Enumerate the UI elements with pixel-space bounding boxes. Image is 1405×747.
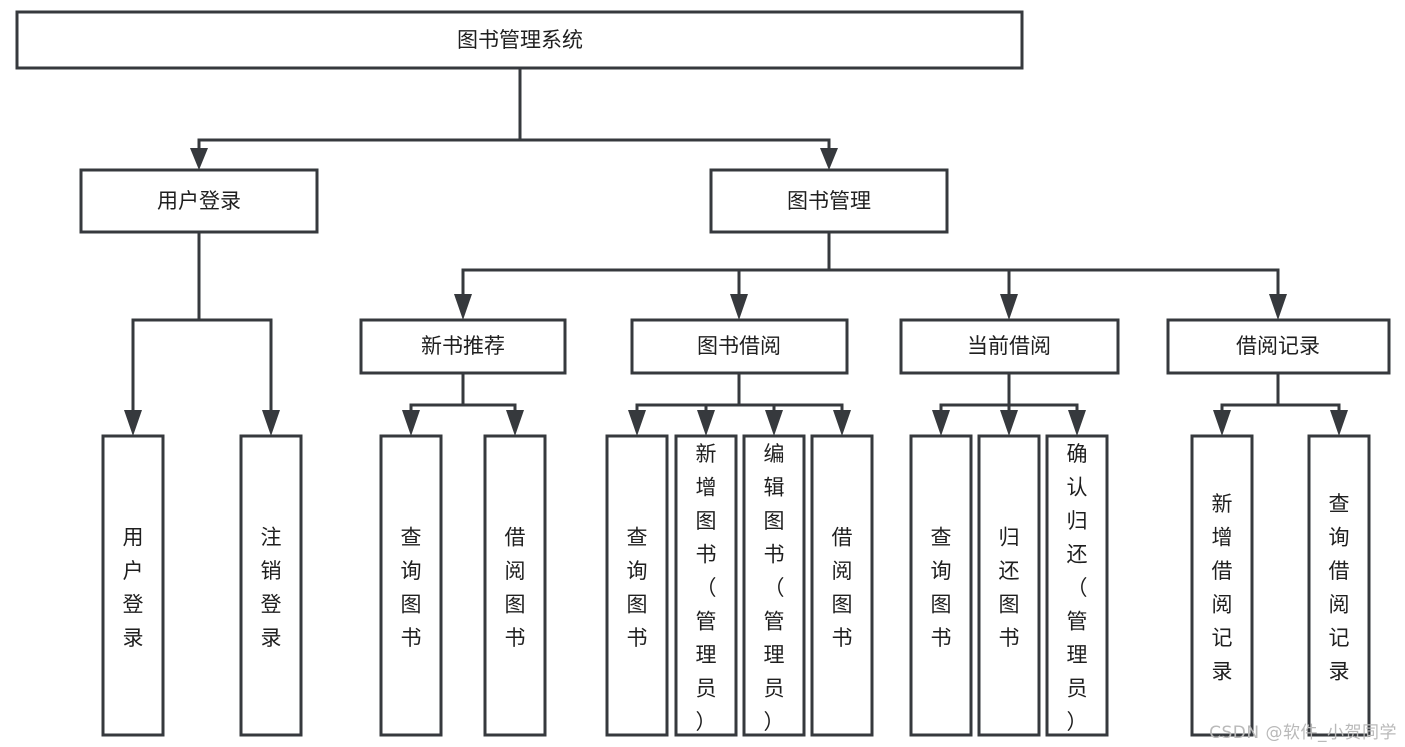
connectors-user-login-to-leaves	[124, 230, 280, 436]
node-leaf-add-record-box[interactable]	[1190, 434, 1254, 737]
node-borrow-record[interactable]: 借阅记录	[1166, 318, 1391, 375]
arrow-to-leaf-return-book	[1000, 410, 1018, 436]
connectors-new-book-recommend-to-leaves	[402, 371, 524, 436]
node-book-borrow[interactable]: 图书借阅	[630, 318, 849, 375]
node-leaf-query-book-3-label: 查询图书	[931, 526, 952, 651]
node-new-book-recommend-box[interactable]	[359, 318, 567, 375]
arrow-to-leaf-query-book-2	[628, 410, 646, 436]
node-leaf-add-book-box[interactable]	[674, 434, 738, 737]
node-leaf-user-login-label: 用户登录	[123, 526, 144, 651]
arrow-to-book-manage	[820, 148, 838, 170]
node-user-login[interactable]: 用户登录	[79, 168, 319, 234]
node-leaf-query-book-2-label: 查询图书	[627, 526, 648, 651]
node-borrow-record-box[interactable]	[1166, 318, 1391, 375]
node-leaf-borrow-book-2-label: 借阅图书	[832, 526, 853, 651]
arrow-to-leaf-borrow-book-1	[506, 410, 524, 436]
node-root-box[interactable]	[15, 10, 1024, 70]
node-new-book-recommend-label: 新书推荐	[421, 334, 505, 358]
node-leaf-borrow-book-1-label: 借阅图书	[505, 526, 526, 651]
node-user-login-label: 用户登录	[157, 189, 241, 213]
connectors-root-to-level2	[190, 66, 838, 170]
node-leaf-add-record-label: 新增借阅记录	[1212, 492, 1233, 684]
arrow-to-new-book-recommend	[454, 294, 472, 320]
node-leaf-borrow-book-1-box[interactable]	[483, 434, 547, 737]
node-leaf-user-logout-label: 注销登录	[261, 526, 282, 651]
node-book-manage-label: 图书管理	[787, 189, 871, 213]
node-leaf-return-book-box[interactable]	[977, 434, 1041, 737]
node-leaf-confirm-return-box[interactable]	[1045, 434, 1109, 737]
node-current-borrow[interactable]: 当前借阅	[899, 318, 1120, 375]
node-user-login-box[interactable]	[79, 168, 319, 234]
leaf-labels: 用户登录 注销登录 查询图书 借阅图书 查询图书 新增图书（管理员） 编辑图书（…	[123, 442, 1350, 734]
node-leaf-edit-book-label: 编辑图书（管理员）	[764, 442, 785, 734]
arrow-to-leaf-user-logout	[262, 410, 280, 436]
node-leaf-user-logout-box[interactable]	[239, 434, 303, 737]
arrow-to-leaf-borrow-book-2	[833, 410, 851, 436]
node-leaf-query-record-label: 查询借阅记录	[1329, 492, 1350, 684]
node-leaf-user-login-box[interactable]	[101, 434, 165, 737]
node-leaf-edit-book-box[interactable]	[742, 434, 806, 737]
node-book-borrow-box[interactable]	[630, 318, 849, 375]
node-leaf-add-book-label: 新增图书（管理员）	[696, 442, 717, 734]
connectors-book-borrow-to-leaves	[628, 371, 851, 436]
arrow-to-current-borrow	[1000, 294, 1018, 320]
connectors-borrow-record-to-leaves	[1213, 371, 1348, 436]
node-leaf-query-record-box[interactable]	[1307, 434, 1371, 737]
arrow-to-leaf-add-record	[1213, 410, 1231, 436]
node-leaf-query-book-1-label: 查询图书	[401, 526, 422, 651]
node-root-label: 图书管理系统	[457, 28, 583, 52]
node-book-borrow-label: 图书借阅	[697, 334, 781, 358]
arrow-to-leaf-query-record	[1330, 410, 1348, 436]
arrow-to-leaf-edit-book	[765, 410, 783, 436]
node-root[interactable]: 图书管理系统	[15, 10, 1024, 70]
csdn-watermark: CSDN @软件_小贺同学	[1209, 723, 1397, 743]
node-leaf-confirm-return-label: 确认归还（管理员）	[1067, 442, 1088, 734]
arrow-to-leaf-confirm-return	[1068, 410, 1086, 436]
leaf-boxes	[101, 434, 1371, 737]
node-current-borrow-label: 当前借阅	[967, 334, 1051, 358]
node-current-borrow-box[interactable]	[899, 318, 1120, 375]
node-leaf-query-book-1-box[interactable]	[379, 434, 443, 737]
node-new-book-recommend[interactable]: 新书推荐	[359, 318, 567, 375]
arrow-to-leaf-user-login	[124, 410, 142, 436]
arrow-to-book-borrow	[730, 294, 748, 320]
arrow-to-leaf-query-book-1	[402, 410, 420, 436]
arrow-to-leaf-add-book	[697, 410, 715, 436]
connectors-book-manage-to-level3	[454, 230, 1287, 320]
node-leaf-query-book-2-box[interactable]	[605, 434, 669, 737]
connectors-current-borrow-to-leaves	[932, 371, 1086, 436]
arrow-to-user-login	[190, 148, 208, 170]
arrow-to-borrow-record	[1269, 294, 1287, 320]
node-leaf-query-book-3-box[interactable]	[909, 434, 973, 737]
node-book-manage-box[interactable]	[709, 168, 949, 234]
node-leaf-borrow-book-2-box[interactable]	[810, 434, 874, 737]
arrow-to-leaf-query-book-3	[932, 410, 950, 436]
node-leaf-return-book-label: 归还图书	[999, 526, 1020, 651]
node-book-manage[interactable]: 图书管理	[709, 168, 949, 234]
node-borrow-record-label: 借阅记录	[1236, 334, 1320, 358]
